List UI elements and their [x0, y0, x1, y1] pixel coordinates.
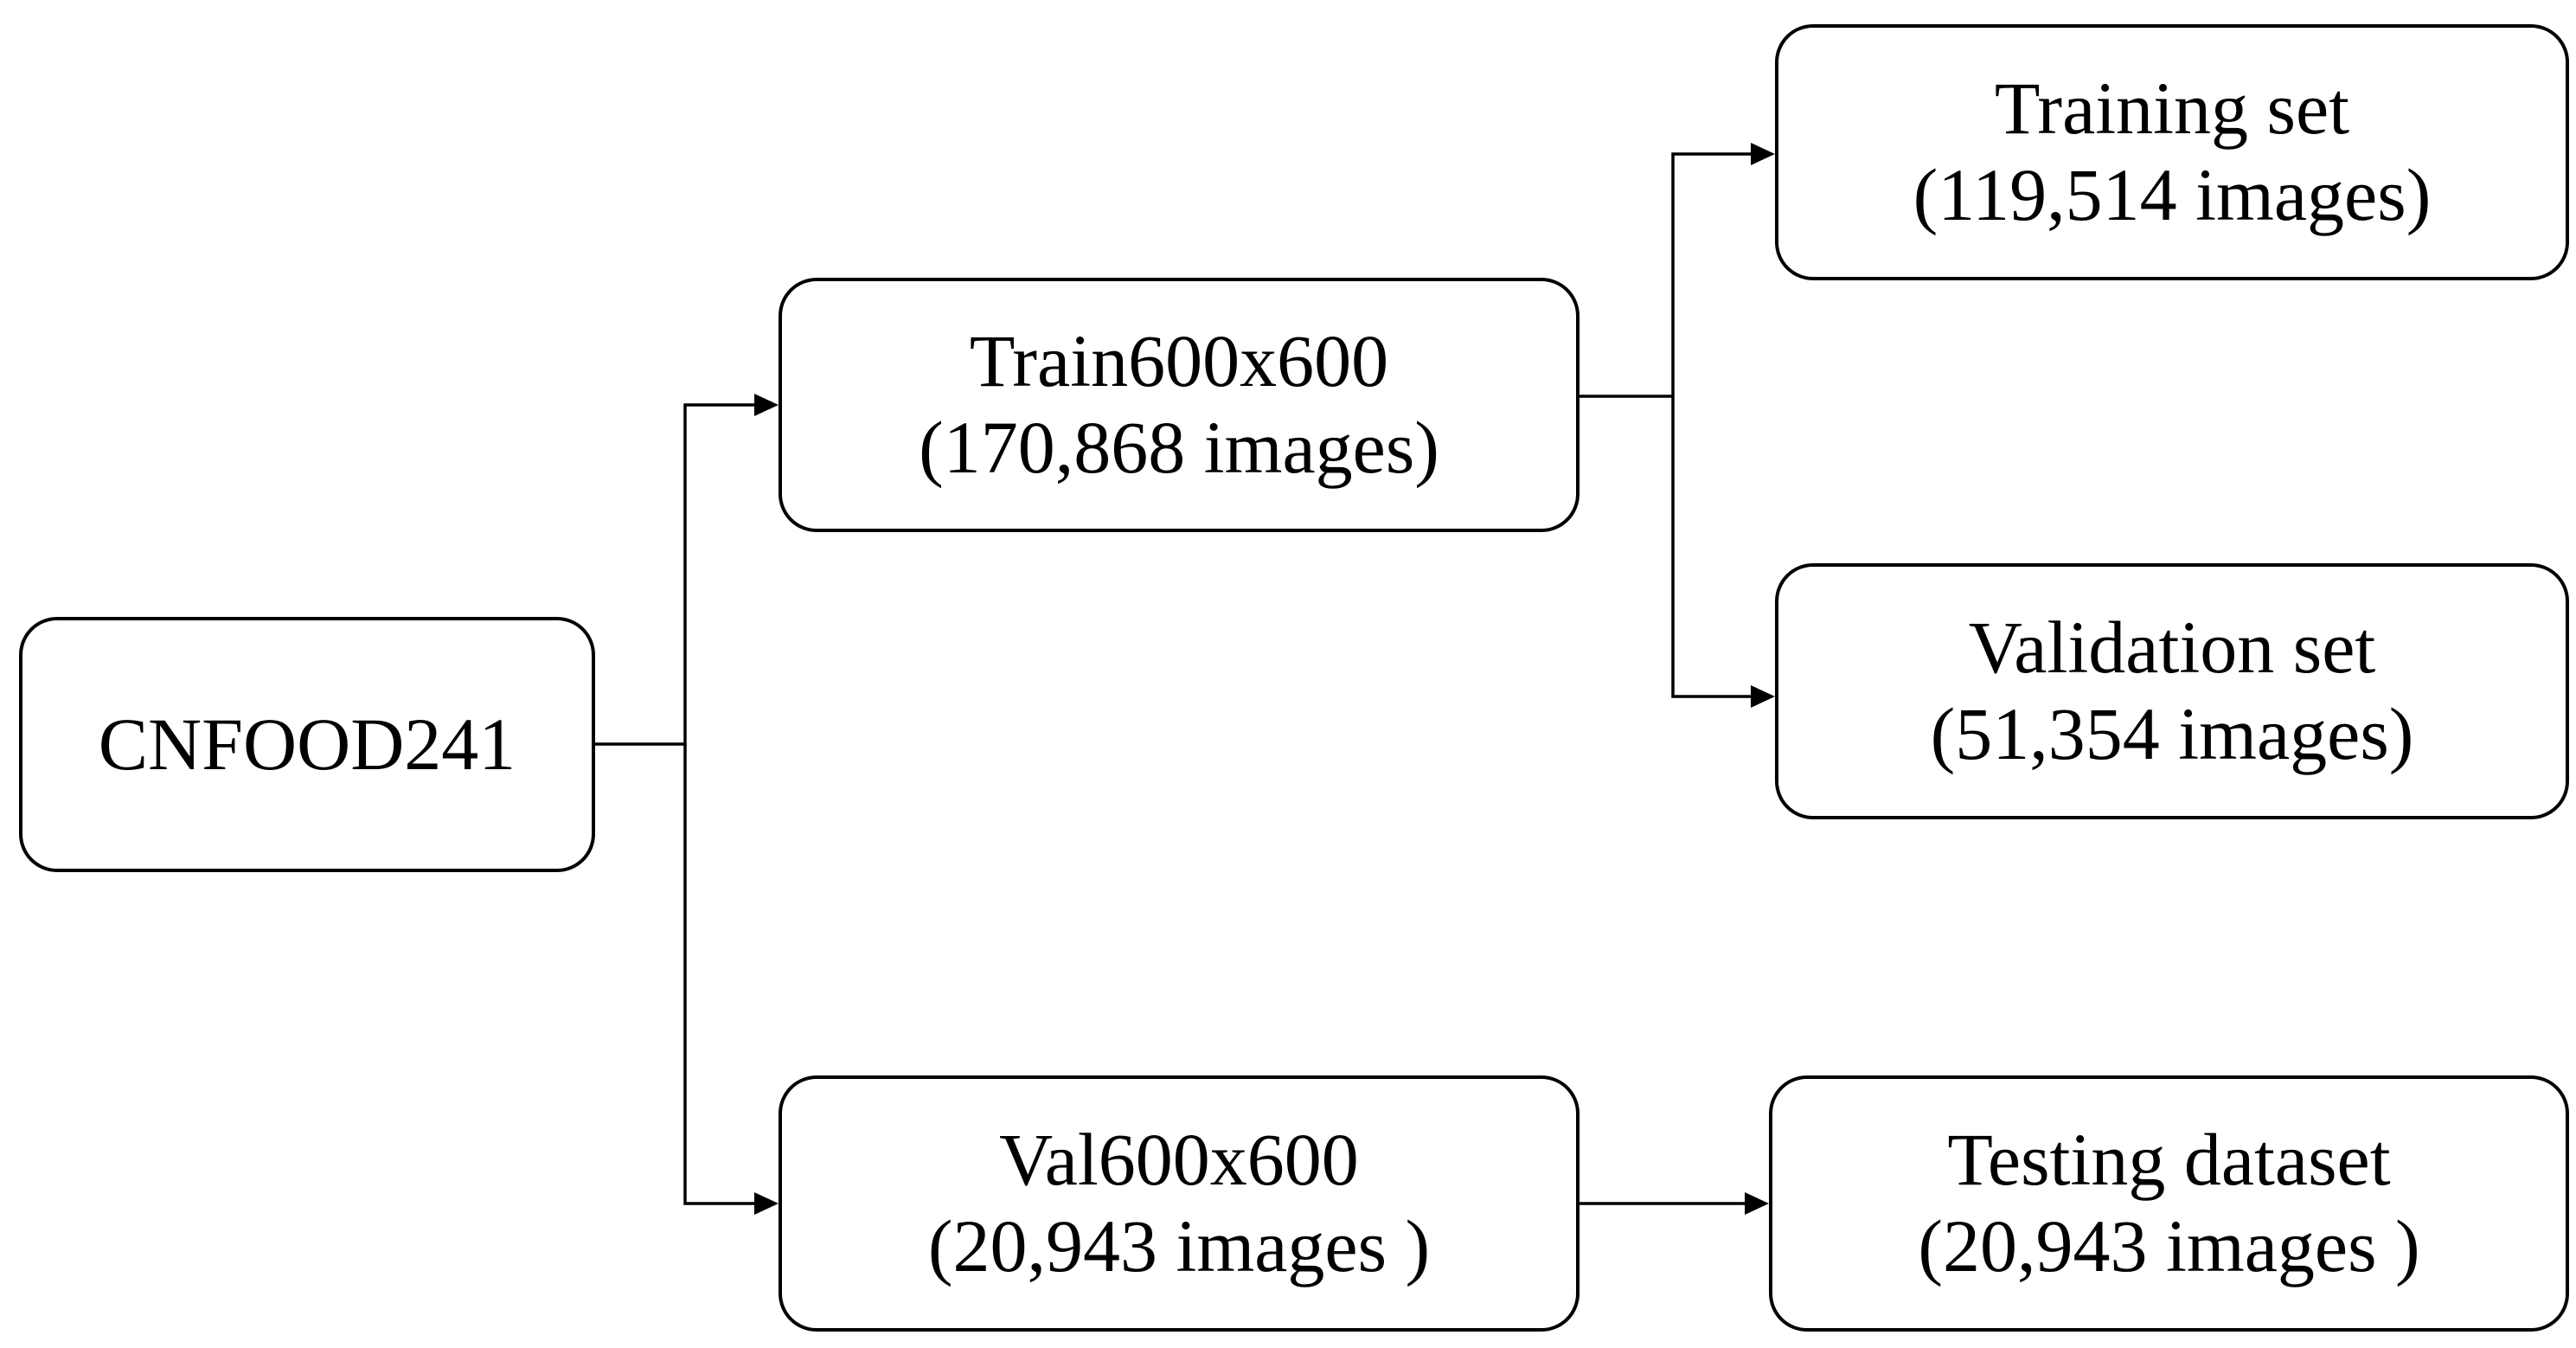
node-training-set-count: (119,514 images) [1913, 153, 2432, 236]
node-testing-dataset-count: (20,943 images ) [1918, 1204, 2420, 1287]
edge-root-to-val600 [683, 744, 761, 1205]
arrowhead-train600 [754, 394, 779, 416]
node-cnfood241-title: CNFOOD241 [98, 702, 516, 786]
node-training-set: Training set (119,514 images) [1775, 24, 2569, 280]
node-train600x600: Train600x600 (170,868 images) [779, 278, 1580, 532]
node-cnfood241: CNFOOD241 [19, 617, 595, 872]
node-testing-dataset-title: Testing dataset [1947, 1118, 2391, 1202]
node-train600x600-count: (170,868 images) [919, 406, 1439, 489]
arrowhead-training-set [1751, 143, 1775, 165]
edge-train600-to-validation-set [1671, 396, 1758, 698]
node-val600x600-count: (20,943 images ) [927, 1204, 1431, 1287]
arrowhead-testing-dataset [1745, 1192, 1769, 1215]
node-val600x600: Val600x600 (20,943 images ) [779, 1075, 1580, 1332]
edge-train600-to-training-set [1580, 152, 1758, 398]
node-train600x600-title: Train600x600 [969, 319, 1389, 403]
edge-root-to-train600 [595, 403, 761, 746]
node-training-set-title: Training set [1994, 67, 2350, 151]
node-validation-set: Validation set (51,354 images) [1775, 563, 2569, 819]
node-validation-set-title: Validation set [1968, 606, 2376, 690]
arrowhead-val600 [754, 1192, 779, 1215]
node-validation-set-count: (51,354 images) [1930, 692, 2414, 775]
node-testing-dataset: Testing dataset (20,943 images ) [1769, 1075, 2569, 1332]
arrowhead-validation-set [1751, 685, 1775, 708]
node-val600x600-title: Val600x600 [999, 1118, 1359, 1202]
